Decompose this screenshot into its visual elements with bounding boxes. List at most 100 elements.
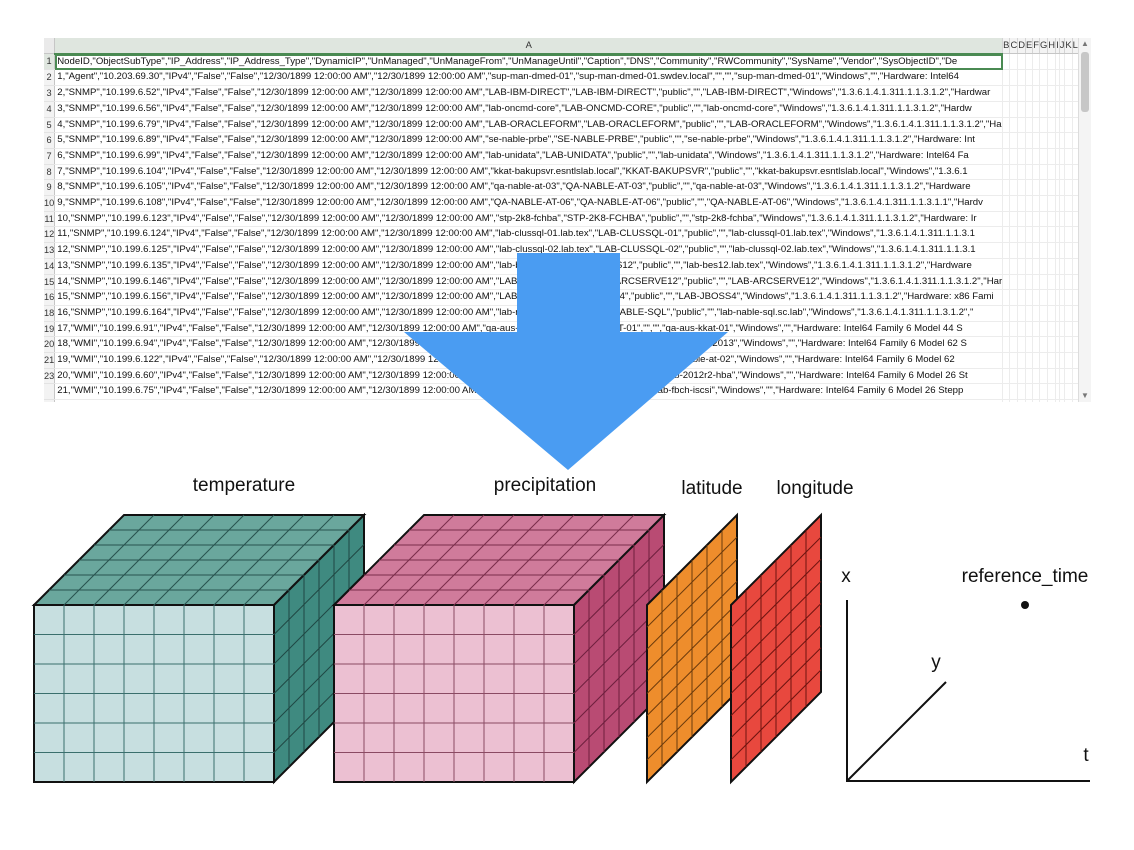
cell-a19[interactable]: 17,"WMI","10.199.6.91","IPv4","False","F…	[54, 321, 1004, 338]
empty-cell[interactable]	[1002, 274, 1011, 291]
row-number[interactable]: 10	[44, 195, 56, 212]
cell-a18[interactable]: 16,"SNMP","10.199.6.164","IPv4","False",…	[54, 305, 1004, 322]
empty-cell[interactable]	[1009, 258, 1019, 275]
empty-cell[interactable]	[1047, 242, 1057, 259]
row-number[interactable]: 16	[44, 289, 56, 306]
column-header-l[interactable]: L	[1072, 38, 1079, 55]
empty-cell[interactable]	[1047, 164, 1057, 181]
empty-cell[interactable]	[1055, 132, 1060, 149]
empty-cell[interactable]	[1055, 164, 1060, 181]
empty-cell[interactable]	[1025, 179, 1034, 197]
column-header-c[interactable]: C	[1009, 38, 1019, 55]
empty-cell[interactable]	[1002, 242, 1011, 259]
empty-cell[interactable]	[1025, 226, 1034, 244]
empty-cell[interactable]	[1025, 132, 1034, 149]
empty-cell[interactable]	[1064, 117, 1073, 134]
empty-cell[interactable]	[1039, 336, 1049, 354]
empty-cell[interactable]	[1047, 383, 1057, 401]
empty-cell[interactable]	[1009, 321, 1019, 338]
empty-cell[interactable]	[1055, 179, 1060, 197]
select-all-corner[interactable]	[44, 38, 56, 55]
empty-cell[interactable]	[1032, 321, 1040, 338]
empty-cell[interactable]	[1059, 399, 1066, 402]
empty-cell[interactable]	[1064, 226, 1073, 244]
row-number[interactable]: 19	[44, 321, 56, 338]
empty-cell[interactable]	[1072, 352, 1079, 369]
empty-cell[interactable]	[1059, 321, 1066, 338]
empty-cell[interactable]	[1002, 117, 1011, 134]
empty-cell[interactable]	[1047, 368, 1057, 385]
empty-cell[interactable]	[1064, 352, 1073, 369]
empty-cell[interactable]	[1039, 179, 1049, 197]
empty-cell[interactable]	[1002, 352, 1011, 369]
empty-cell[interactable]	[1047, 305, 1057, 322]
empty-cell[interactable]	[1025, 305, 1034, 322]
empty-cell[interactable]	[1009, 69, 1019, 87]
empty-cell[interactable]	[1047, 211, 1057, 228]
empty-cell[interactable]	[1055, 274, 1060, 291]
empty-cell[interactable]	[1032, 274, 1040, 291]
empty-cell[interactable]	[1032, 399, 1040, 402]
empty-cell[interactable]	[1055, 226, 1060, 244]
empty-cell[interactable]	[1039, 148, 1049, 165]
empty-cell[interactable]	[1072, 132, 1079, 149]
empty-cell[interactable]	[1009, 289, 1019, 306]
empty-cell[interactable]	[1025, 274, 1034, 291]
empty-cell[interactable]	[1059, 53, 1066, 71]
empty-cell[interactable]	[1072, 85, 1079, 102]
cell-a15[interactable]: 14,"SNMP","10.199.6.146","IPv4","False",…	[54, 274, 1004, 291]
empty-cell[interactable]	[1025, 85, 1034, 102]
empty-cell[interactable]	[1072, 289, 1079, 306]
empty-cell[interactable]	[1055, 117, 1060, 134]
empty-cell[interactable]	[1017, 53, 1026, 71]
empty-cell[interactable]	[1009, 399, 1019, 402]
empty-cell[interactable]	[1009, 148, 1019, 165]
cell-a14[interactable]: 13,"SNMP","10.199.6.135","IPv4","False",…	[54, 258, 1004, 275]
empty-cell[interactable]	[1047, 148, 1057, 165]
cell-aundefined[interactable]: 21,"WMI","10.199.6.75","IPv4","False","F…	[54, 383, 1004, 401]
empty-cell[interactable]	[1017, 289, 1026, 306]
empty-cell[interactable]	[1002, 211, 1011, 228]
row-number[interactable]: 21	[44, 352, 56, 369]
empty-cell[interactable]	[1017, 336, 1026, 354]
empty-cell[interactable]	[1059, 148, 1066, 165]
empty-cell[interactable]	[1002, 85, 1011, 102]
empty-cell[interactable]	[1009, 274, 1019, 291]
empty-cell[interactable]	[1032, 258, 1040, 275]
empty-cell[interactable]	[1047, 336, 1057, 354]
empty-cell[interactable]	[1032, 85, 1040, 102]
empty-cell[interactable]	[1009, 305, 1019, 322]
empty-cell[interactable]	[1025, 148, 1034, 165]
empty-cell[interactable]	[1025, 195, 1034, 212]
scroll-down-arrow-icon[interactable]: ▼	[1081, 391, 1089, 400]
empty-cell[interactable]	[1017, 226, 1026, 244]
empty-cell[interactable]	[1047, 101, 1057, 118]
empty-cell[interactable]	[1055, 211, 1060, 228]
column-header-k[interactable]: K	[1064, 38, 1073, 55]
empty-cell[interactable]	[1009, 336, 1019, 354]
empty-cell[interactable]	[1055, 195, 1060, 212]
empty-cell[interactable]	[1072, 258, 1079, 275]
empty-cell[interactable]	[1047, 274, 1057, 291]
row-number[interactable]: 4	[44, 101, 56, 118]
empty-cell[interactable]	[1017, 211, 1026, 228]
column-header-g[interactable]: G	[1039, 38, 1049, 55]
empty-cell[interactable]	[1017, 305, 1026, 322]
empty-cell[interactable]	[1017, 383, 1026, 401]
column-header-d[interactable]: D	[1017, 38, 1026, 55]
empty-cell[interactable]	[1017, 399, 1026, 402]
empty-cell[interactable]	[1017, 179, 1026, 197]
empty-cell[interactable]	[1064, 148, 1073, 165]
empty-cell[interactable]	[1032, 368, 1040, 385]
empty-cell[interactable]	[1072, 321, 1079, 338]
empty-cell[interactable]	[1055, 101, 1060, 118]
empty-cell[interactable]	[1055, 85, 1060, 102]
empty-cell[interactable]	[1032, 195, 1040, 212]
empty-cell[interactable]	[1009, 117, 1019, 134]
empty-cell[interactable]	[1072, 336, 1079, 354]
empty-cell[interactable]	[1002, 226, 1011, 244]
empty-cell[interactable]	[1017, 117, 1026, 134]
empty-cell[interactable]	[1025, 101, 1034, 118]
empty-cell[interactable]	[1025, 117, 1034, 134]
empty-cell[interactable]	[1002, 195, 1011, 212]
